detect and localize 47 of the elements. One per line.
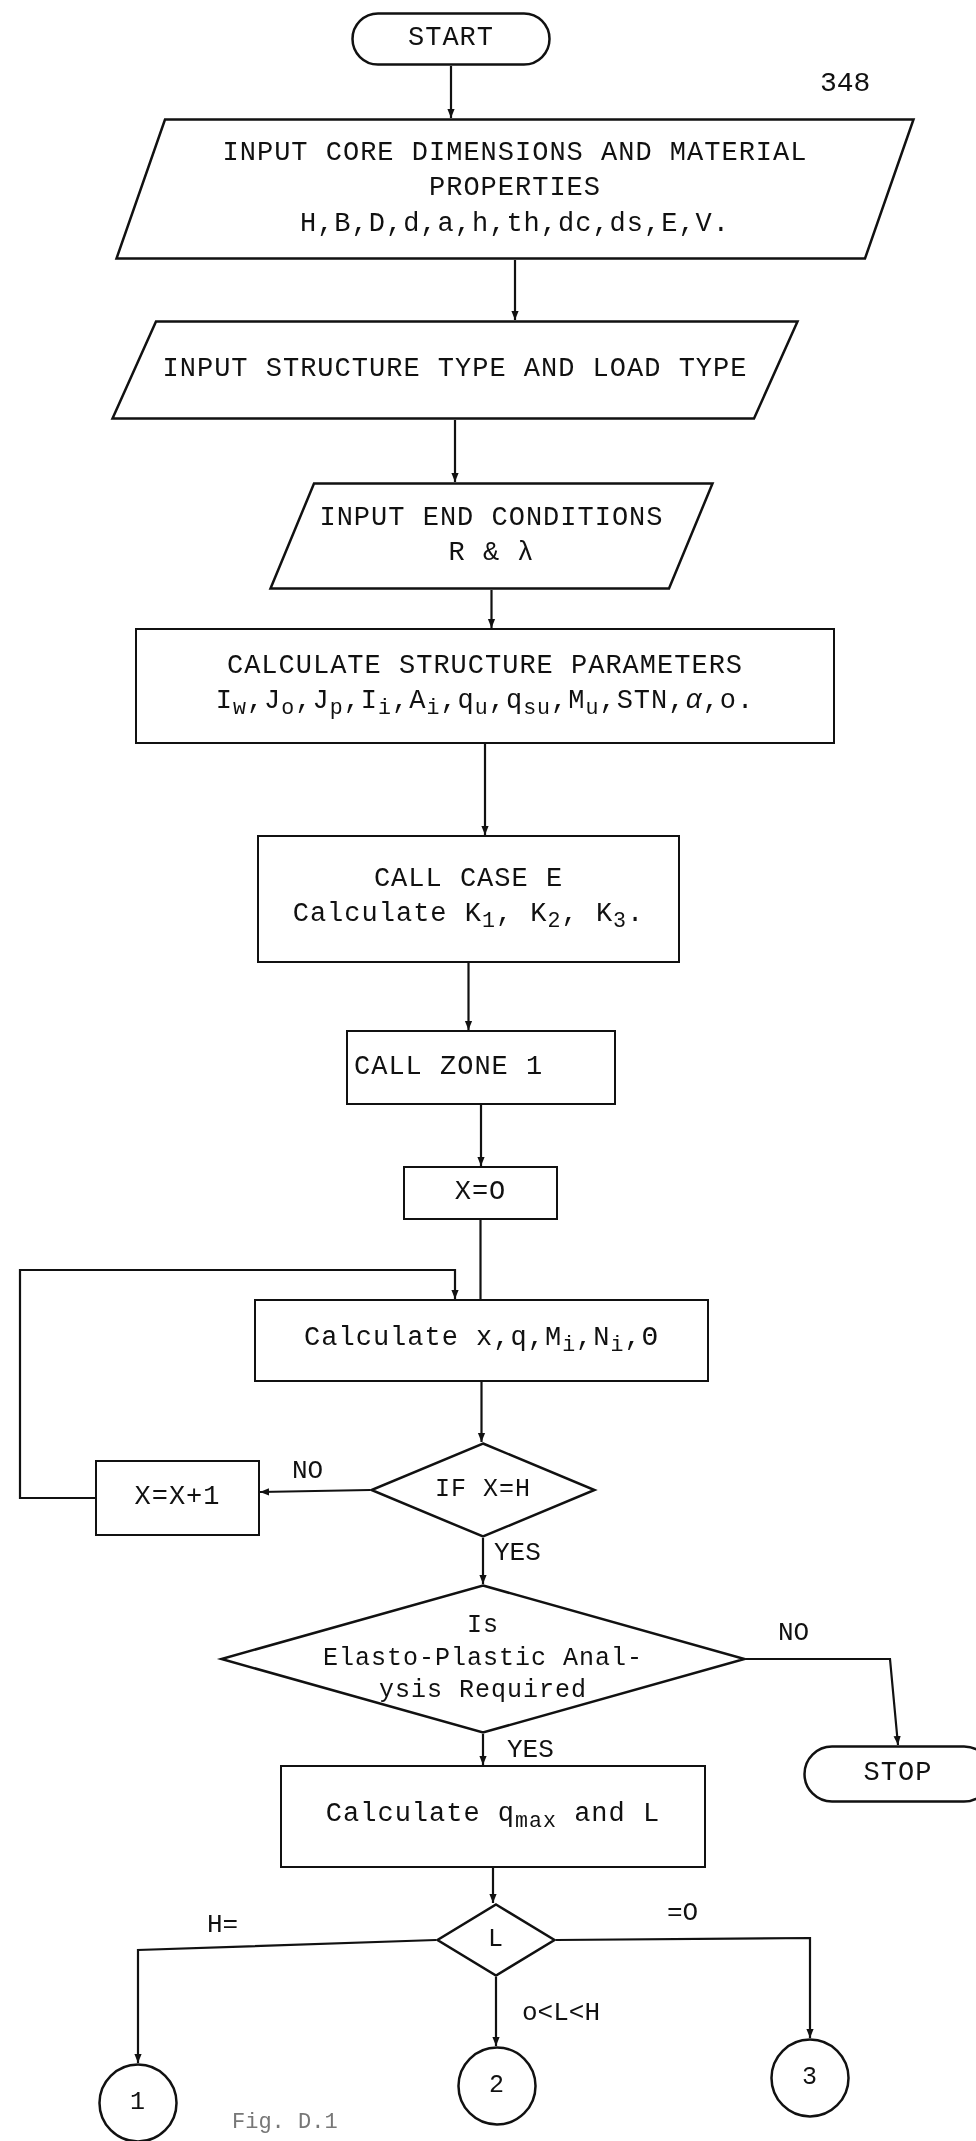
arrow bbox=[746, 1657, 901, 1746]
arrow bbox=[479, 1734, 487, 1765]
arrow bbox=[492, 1977, 500, 2046]
box-text: Calculate K$_{1}$, K$_{2}$, K$_{3}$. bbox=[292, 898, 645, 936]
box-text: H,B,D,d,a,h,th,dc,ds,E,V. bbox=[299, 207, 731, 241]
process-box bbox=[403, 1166, 558, 1220]
box-text: I$_{w}$,J$_{o}$,J$_{p}$,I$_{i}$,A$_{i}$,q$_{u}$,q$_{su}$,M$_{u}$,STN,α,o. bbox=[215, 685, 755, 723]
process-box bbox=[95, 1460, 260, 1536]
arrow bbox=[447, 66, 455, 118]
process-box bbox=[257, 835, 680, 963]
arrow bbox=[487, 590, 496, 628]
box-text: CALL CASE E bbox=[373, 863, 564, 897]
box-text: Calculate x,q,M$_{i}$,N$_{i}$,Θ bbox=[304, 1322, 659, 1360]
box-text: START bbox=[408, 22, 494, 56]
arrow bbox=[479, 1538, 487, 1584]
arrow bbox=[477, 1382, 486, 1442]
box-text: STOP bbox=[863, 1757, 933, 1791]
box-text: IF X=H bbox=[435, 1473, 531, 1506]
box-text: INPUT END CONDITIONS bbox=[319, 501, 664, 535]
arrow bbox=[134, 1938, 437, 2063]
arrow bbox=[511, 260, 519, 320]
process-box bbox=[135, 628, 835, 744]
process-box bbox=[254, 1299, 709, 1382]
arrow bbox=[477, 1105, 485, 1166]
box-text: Elasto-Plastic Anal- ysis Required bbox=[321, 1642, 645, 1708]
box-text: X=O bbox=[454, 1176, 507, 1210]
process-box bbox=[280, 1765, 706, 1868]
box-text: R & λ bbox=[448, 537, 535, 570]
box-text: CALL ZONE 1 bbox=[354, 1050, 544, 1084]
connector-number: 2 bbox=[489, 2069, 505, 2102]
arrow bbox=[451, 420, 459, 482]
box-text: Is bbox=[467, 1610, 499, 1643]
arrow bbox=[481, 744, 489, 835]
box-text: X=X+1 bbox=[134, 1481, 221, 1515]
box-text: INPUT STRUCTURE TYPE AND LOAD TYPE bbox=[162, 353, 748, 387]
arrow bbox=[18, 1268, 459, 1500]
arrow bbox=[464, 963, 473, 1030]
arrow bbox=[260, 1488, 370, 1496]
arrow bbox=[489, 1868, 497, 1903]
connector-number: 3 bbox=[802, 2061, 818, 2094]
arrow bbox=[556, 1936, 814, 2038]
process-box bbox=[346, 1030, 616, 1105]
box-text: INPUT CORE DIMENSIONS AND MATERIAL PROPERTIES bbox=[221, 137, 809, 206]
box-text: L bbox=[488, 1923, 504, 1956]
connector-number: 1 bbox=[130, 2086, 146, 2119]
box-text: CALCULATE STRUCTURE PARAMETERS bbox=[226, 650, 744, 684]
box-text: Calculate q$_{max}$ and L bbox=[325, 1798, 661, 1836]
